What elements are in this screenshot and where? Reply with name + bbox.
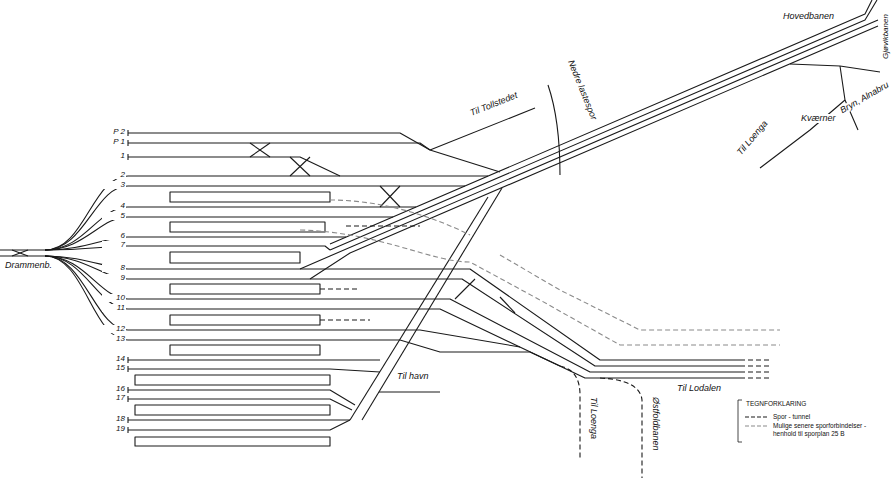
direction-label: Til Tollstedet <box>468 90 520 118</box>
track-number: 16 <box>102 385 126 393</box>
direction-label: Bryn, Alnabru <box>838 80 891 116</box>
track-number: 8 <box>102 264 126 272</box>
line-name: Hovedbanen <box>782 12 835 21</box>
track-number: 13 <box>102 335 126 343</box>
legend-entry: Spor - tunnel <box>745 413 890 420</box>
legend: Spor - tunnelMulige senere sporforbindel… <box>745 411 890 437</box>
track-number: 19 <box>102 425 126 433</box>
track-number: 2 <box>102 171 126 179</box>
track-number: 10 <box>102 294 126 302</box>
direction-label: Til Lodalen <box>676 384 722 393</box>
legend-sample <box>745 414 769 420</box>
direction-label: Til havn <box>396 372 429 381</box>
direction-label: Til Loenga <box>589 396 598 440</box>
track-number: 14 <box>102 355 126 363</box>
track-number: 12 <box>102 325 126 333</box>
track-number: 11 <box>102 304 126 312</box>
track-number: 9 <box>102 274 126 282</box>
track-number: P 1 <box>102 138 126 146</box>
legend-text: Spor - tunnel <box>773 413 810 420</box>
track-number: 17 <box>102 394 126 402</box>
track-number: 4 <box>102 202 126 210</box>
track-number: 3 <box>102 181 126 189</box>
track-number: 18 <box>102 415 126 423</box>
line-name: Drammenb. <box>4 261 53 270</box>
place-name: Kværner <box>800 114 837 123</box>
line-name: Østfoldbanen <box>651 396 660 452</box>
track-number: P 2 <box>102 128 126 136</box>
track-number: 1 <box>102 152 126 160</box>
legend-entry: Mulige senere sporforbindelser - henhold… <box>745 422 890 437</box>
legend-title: TEGNFORKLARING <box>745 401 807 408</box>
track-number: 15 <box>102 364 126 372</box>
track-name: Nedre lastespor <box>566 58 599 122</box>
track-number: 5 <box>102 212 126 220</box>
legend-sample <box>745 423 769 429</box>
track-number: 6 <box>102 232 126 240</box>
legend-text: Mulige senere sporforbindelser - henhold… <box>773 422 890 437</box>
track-number: 7 <box>102 241 126 249</box>
direction-label: Til Loenga <box>735 118 770 157</box>
line-name: Gjøvikbanen <box>882 13 890 60</box>
